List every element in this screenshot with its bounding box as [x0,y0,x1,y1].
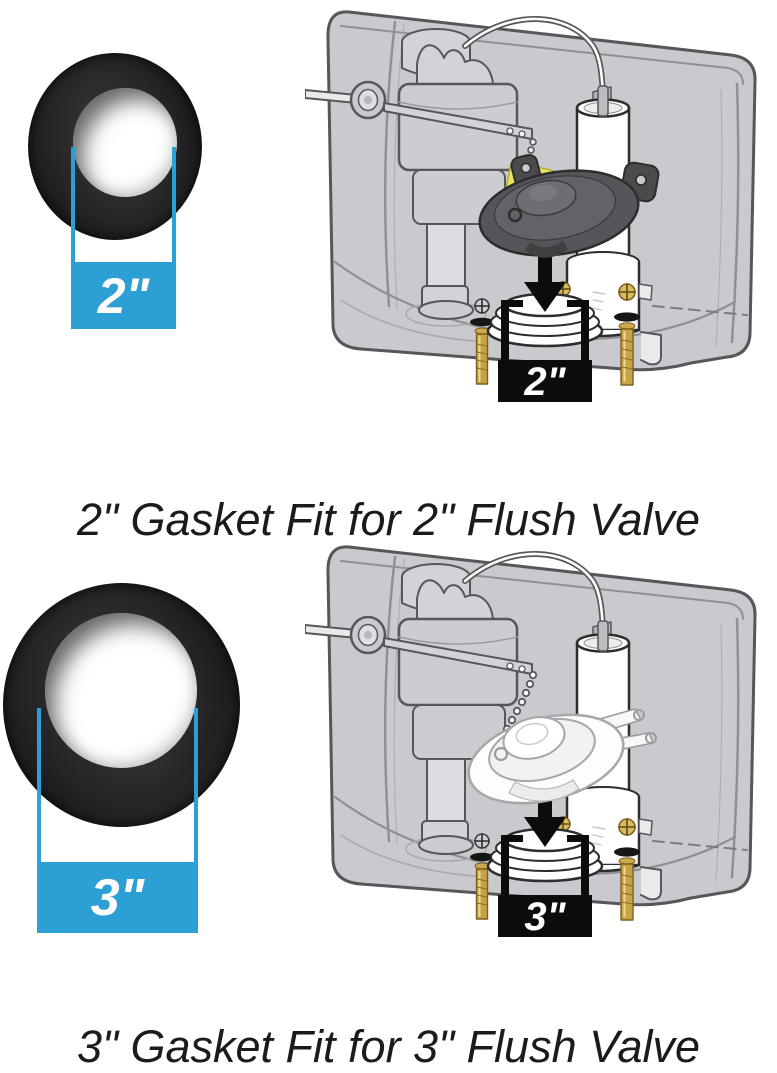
gasket-hole [73,88,177,197]
size-bracket-3in: 3" [37,708,198,933]
flapper-dark-2in [478,153,660,258]
size-label-2in: 2" [71,262,176,329]
size-bracket-2in: 2" [71,147,176,329]
flapper-white-3in [467,708,657,805]
tank-diagram-3in: 3" [305,535,765,975]
valve-size-label-3in: 3" [524,895,566,939]
size-label-3in: 3" [37,862,198,933]
caption-2in: 2" Gasket Fit for 2" Flush Valve [76,494,700,545]
caption-3in: 3" Gasket Fit for 3" Flush Valve [76,1021,700,1072]
tank-diagram-2in: 2" [305,0,765,440]
valve-size-label-2in: 2" [523,360,566,404]
product-image: 2" 2" 2" Gasket Fit for 2" Flush Valve 3… [3,0,765,1072]
gasket-hole [45,613,197,768]
gasket-photo-3in [3,583,240,827]
gasket-photo-2in [28,53,202,240]
